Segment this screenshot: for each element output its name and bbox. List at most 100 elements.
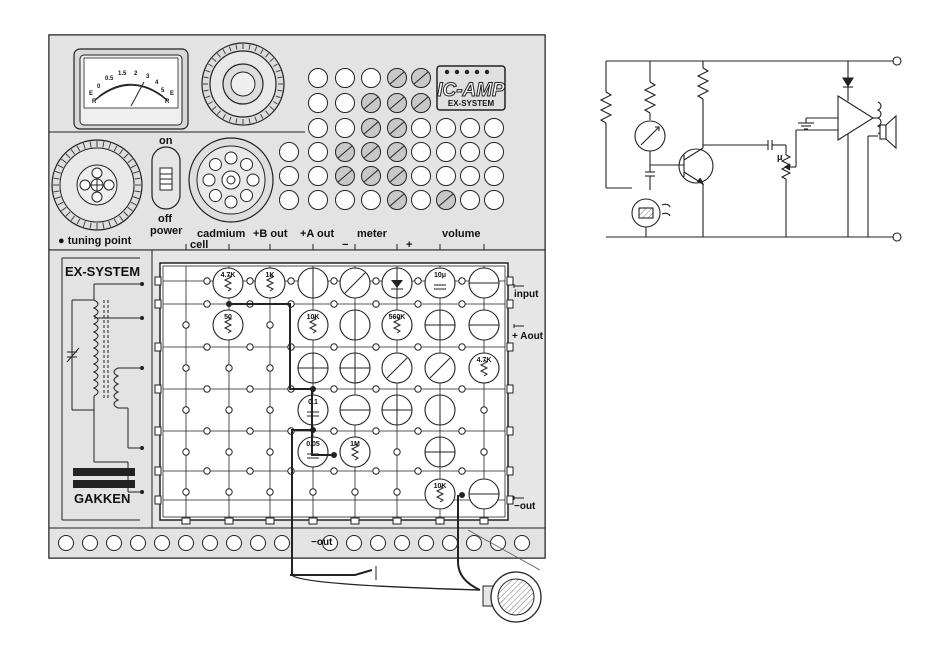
- meter-label: meter: [357, 228, 388, 240]
- side-tab: [507, 300, 513, 308]
- side-tab: [155, 496, 161, 504]
- board-node: [267, 407, 273, 413]
- board-node: [267, 449, 273, 455]
- kit-board: 0 0.5 1.5 2 3 4 5 E R R E: [49, 35, 545, 622]
- board-node: [459, 301, 465, 307]
- side-tab: [507, 343, 513, 351]
- board-node: [331, 278, 337, 284]
- side-tab: [507, 385, 513, 393]
- meter-scale-2: 1.5: [118, 71, 127, 77]
- side-tab: [155, 427, 161, 435]
- board-node: [183, 407, 189, 413]
- board-node: [247, 278, 253, 284]
- board-node: [331, 386, 337, 392]
- knob-hole: [203, 174, 215, 186]
- resistor-1m-value: 1M: [350, 441, 360, 448]
- knob-hole: [241, 158, 253, 170]
- board-node: [267, 365, 273, 371]
- meter-letter-r2: R: [165, 99, 170, 105]
- board-node: [481, 449, 487, 455]
- resistor-1k-value: 1K: [266, 272, 275, 279]
- schematic: [601, 57, 901, 241]
- minus-out-bottom-label: −out: [311, 537, 333, 548]
- bottom-tab: [480, 518, 488, 524]
- board-node: [415, 386, 421, 392]
- socket-hole: [412, 191, 431, 210]
- board-node: [226, 449, 232, 455]
- bottom-hole: [467, 536, 482, 551]
- socket-hole: [309, 119, 328, 138]
- board-node: [415, 428, 421, 434]
- wire-junction: [459, 492, 465, 498]
- board-node: [204, 301, 210, 307]
- resistor-50-value: 50: [224, 314, 232, 321]
- bottom-tab: [351, 518, 359, 524]
- switch-off-label: off: [158, 213, 172, 225]
- bottom-tab: [309, 518, 317, 524]
- board-node: [183, 322, 189, 328]
- speaker: [202, 43, 284, 125]
- b-out-label: +B out: [253, 228, 288, 240]
- socket-hole: [362, 69, 381, 88]
- bottom-hole: [347, 536, 362, 551]
- socket-hole: [437, 143, 456, 162]
- resistor-560k-value: 560K: [389, 314, 406, 321]
- board-node: [459, 428, 465, 434]
- socket-hole: [461, 143, 480, 162]
- knob-hole: [241, 190, 253, 202]
- board-node: [226, 365, 232, 371]
- capacitor-10u-value: 10μ: [434, 272, 446, 279]
- socket-hole: [309, 94, 328, 113]
- gakken-label: GAKKEN: [74, 491, 130, 506]
- bottom-hole: [107, 536, 122, 551]
- a-out-label: +A out: [300, 228, 334, 240]
- bottom-tab: [182, 518, 190, 524]
- board-node: [204, 344, 210, 350]
- side-tab: [507, 277, 513, 285]
- bottom-tab: [225, 518, 233, 524]
- knob-hole: [209, 190, 221, 202]
- board-node: [481, 407, 487, 413]
- bottom-hole: [371, 536, 386, 551]
- socket-hole: [309, 167, 328, 186]
- board-node: [459, 278, 465, 284]
- meter-panel: 0 0.5 1.5 2 3 4 5 E R R E: [74, 49, 188, 129]
- socket-hole: [336, 191, 355, 210]
- board-node: [331, 344, 337, 350]
- socket-hole: [280, 143, 299, 162]
- board-node: [247, 344, 253, 350]
- board-node: [415, 278, 421, 284]
- volume-knob[interactable]: [189, 138, 273, 222]
- board-node: [352, 489, 358, 495]
- side-tab: [155, 385, 161, 393]
- board-node: [204, 468, 210, 474]
- tuning-point-label: ● tuning point: [58, 235, 132, 247]
- bottom-hole: [83, 536, 98, 551]
- bottom-hole: [443, 536, 458, 551]
- board-node: [373, 344, 379, 350]
- board-node: [459, 386, 465, 392]
- bottom-hole: [59, 536, 74, 551]
- bottom-hole: [491, 536, 506, 551]
- socket-hole: [461, 119, 480, 138]
- board-node: [183, 365, 189, 371]
- tuning-dial[interactable]: [52, 140, 142, 230]
- board-node: [267, 322, 273, 328]
- capacitor-0-1-value: 0.1: [308, 399, 318, 406]
- board-node: [373, 278, 379, 284]
- switch-power-label: power: [150, 225, 183, 237]
- knob-hole: [247, 174, 259, 186]
- minus-out-right-label: −out: [514, 501, 536, 512]
- bottom-hole: [419, 536, 434, 551]
- ic-amp-logo: IC-AMP EX-SYSTEM: [437, 66, 505, 110]
- resistor-10k-b-value: 10K: [434, 483, 447, 490]
- board-node: [394, 489, 400, 495]
- board-node: [331, 301, 337, 307]
- meter-letter-e2: E: [170, 91, 174, 97]
- power-switch[interactable]: [152, 147, 180, 209]
- board-node: [331, 468, 337, 474]
- board-node: [183, 489, 189, 495]
- side-tab: [155, 277, 161, 285]
- socket-hole: [485, 191, 504, 210]
